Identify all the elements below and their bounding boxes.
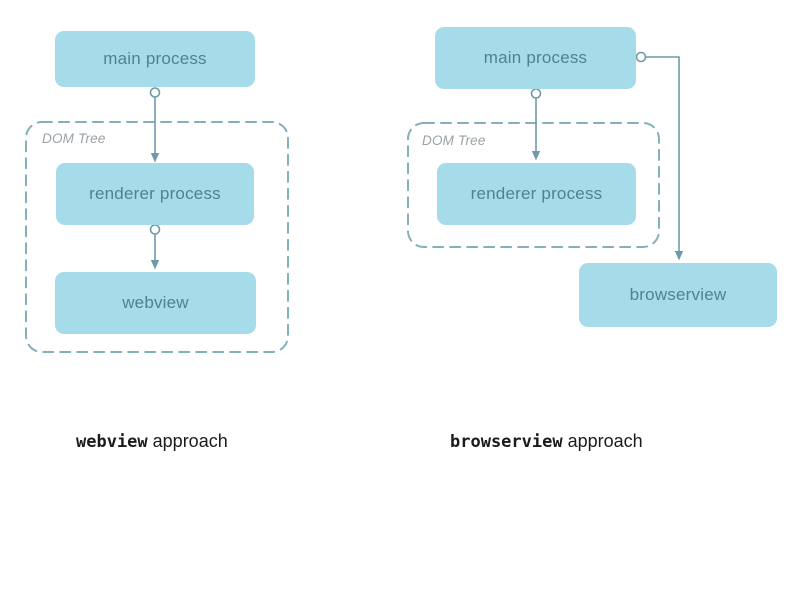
node-browserview-label: browserview (629, 285, 727, 304)
node-browserview: browserview (579, 263, 777, 327)
dom-tree-container-right (407, 122, 660, 248)
node-main-process-right-label: main process (483, 48, 588, 67)
arrowhead-right-renderer (531, 151, 541, 161)
node-renderer-process-left: renderer process (56, 163, 254, 225)
caption-browserview-rest: approach (567, 431, 643, 451)
connector-origin-circle-right-main-side (635, 51, 647, 63)
node-renderer-process-left-label: renderer process (89, 184, 221, 203)
arrowhead-right-browserview (674, 251, 684, 261)
connector-line-right-main-browserview (645, 56, 680, 252)
node-main-process-left: main process (55, 31, 255, 87)
connector-origin-circle-left-main (149, 87, 161, 98)
node-renderer-process-right: renderer process (437, 163, 636, 225)
node-webview: webview (55, 272, 256, 334)
arrowhead-left-webview (150, 260, 160, 270)
connector-origin-circle-left-renderer (149, 224, 161, 235)
connector-origin-circle-right-main-bottom (530, 88, 542, 99)
node-main-process-left-label: main process (103, 49, 207, 68)
node-main-process-right: main process (435, 27, 636, 89)
caption-webview-rest: approach (152, 431, 228, 451)
caption-browserview-code: browserview (450, 432, 563, 452)
node-webview-label: webview (122, 293, 189, 312)
arrowhead-left-renderer (150, 153, 160, 163)
node-renderer-process-right-label: renderer process (470, 184, 603, 203)
dom-tree-label-right: DOM Tree (422, 133, 486, 148)
dom-tree-label-left: DOM Tree (42, 131, 106, 146)
caption-webview-code: webview (76, 432, 148, 452)
